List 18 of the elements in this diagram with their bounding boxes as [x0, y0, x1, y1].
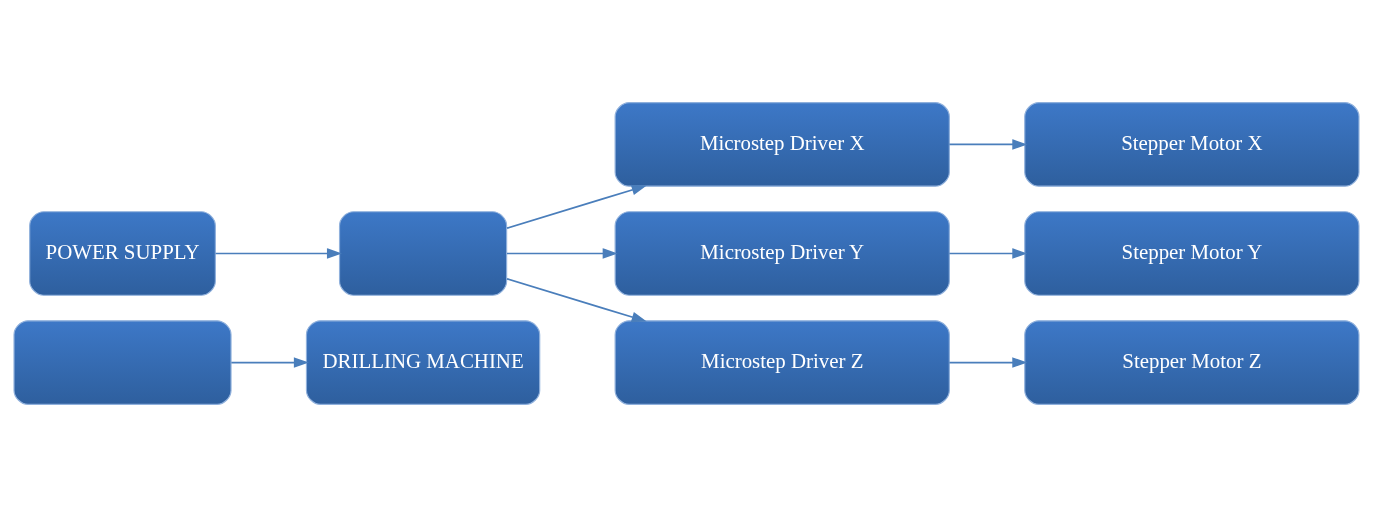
node-box: DRILLING MACHINE — [305, 320, 541, 405]
node-box — [13, 320, 232, 405]
node-box: Stepper Motor Z — [1024, 320, 1360, 405]
node-box: Microstep Driver X — [614, 102, 950, 187]
arrow — [948, 357, 1028, 368]
arrow — [948, 139, 1028, 150]
arrow — [506, 248, 618, 259]
node-box: Stepper Motor Y — [1024, 211, 1360, 296]
arrow — [230, 357, 309, 368]
arrow — [948, 248, 1028, 259]
node-box: POWER SUPPLY — [29, 211, 216, 296]
node-box: Stepper Motor X — [1024, 102, 1360, 187]
arrow — [214, 248, 343, 259]
node-box: Microstep Driver Y — [614, 211, 950, 296]
arrow — [506, 184, 647, 230]
node-box: Microstep Driver Z — [614, 320, 950, 405]
arrow — [506, 277, 647, 323]
node-box — [338, 211, 508, 296]
